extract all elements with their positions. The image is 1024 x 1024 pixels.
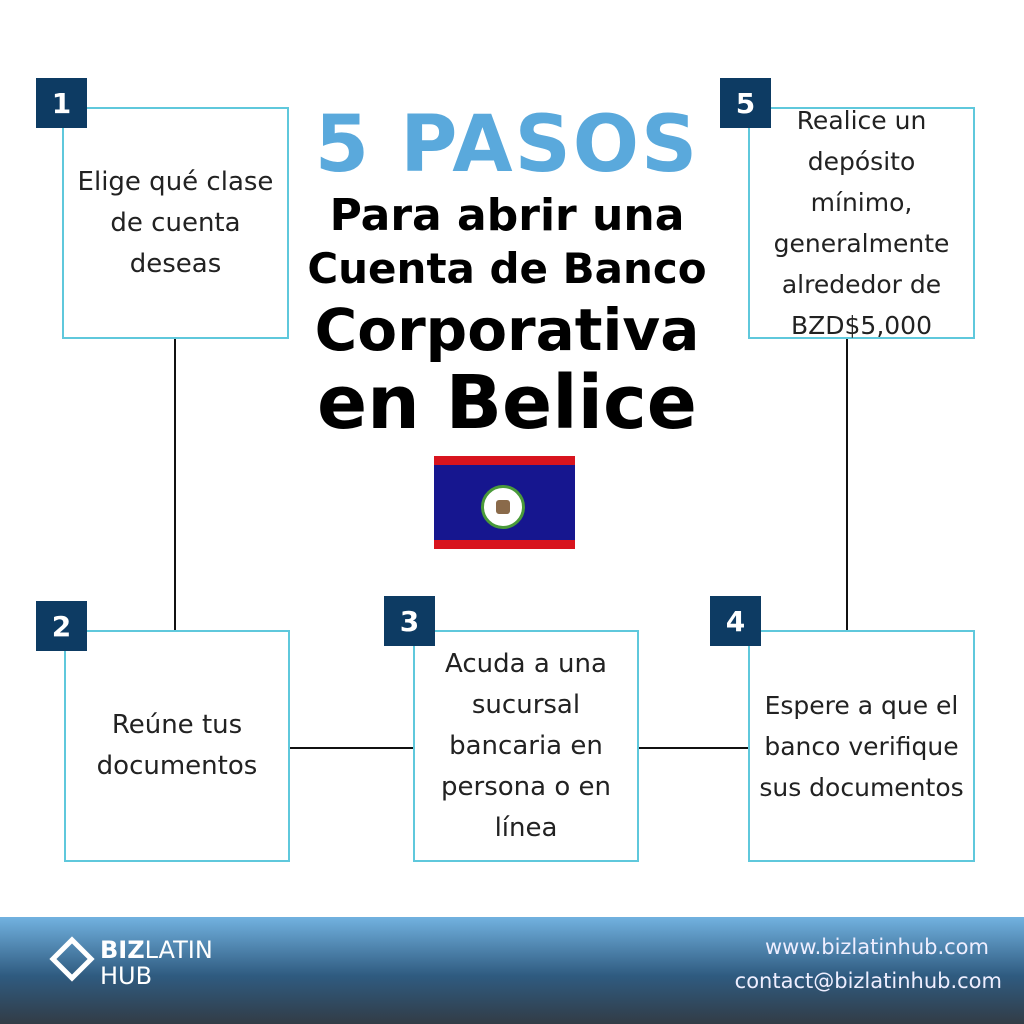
logo-text: BIZLATIN HUB: [100, 937, 213, 989]
connector-4-5: [846, 339, 848, 630]
step-1-box: Elige qué clase de cuenta deseas: [62, 107, 289, 339]
step-1-text: Elige qué clase de cuenta deseas: [77, 166, 274, 279]
step-3-box: Acuda a una sucursal bancaria en persona…: [413, 630, 639, 862]
title-5-pasos: 5 PASOS: [314, 100, 700, 190]
connector-2-3: [290, 747, 413, 749]
step-4-box: Espere a que el banco verifique sus docu…: [748, 630, 975, 862]
step-4-badge: 4: [710, 596, 761, 646]
bizlatinhub-logo-icon: [49, 936, 95, 982]
email-link[interactable]: contact@bizlatinhub.com: [734, 969, 1002, 993]
step-3-text: Acuda a una sucursal bancaria en persona…: [441, 648, 611, 843]
footer: BIZLATIN HUB www.bizlatinhub.com contact…: [0, 917, 1024, 1024]
logo-hub: HUB: [100, 962, 153, 990]
coat-of-arms-icon: [481, 485, 525, 529]
belize-flag: [434, 456, 575, 549]
title-line3: Cuenta de Banco: [307, 244, 707, 293]
title-line2: Para abrir una: [329, 190, 685, 241]
step-2-box: Reúne tus documentos: [64, 630, 290, 862]
connector-3-4: [639, 747, 748, 749]
title-line4: Corporativa: [314, 296, 700, 364]
step-2-badge: 2: [36, 601, 87, 651]
title-line5: en Belice: [316, 360, 697, 446]
step-4-text: Espere a que el banco verifique sus docu…: [759, 690, 964, 802]
logo-biz: BIZ: [100, 936, 145, 964]
step-2-text: Reúne tus documentos: [96, 710, 258, 781]
step-1-badge: 1: [36, 78, 87, 128]
connector-1-2: [174, 339, 176, 630]
step-5-text: Realice un depósito mínimo, generalmente…: [773, 106, 950, 340]
logo-latin: LATIN: [144, 936, 213, 964]
step-5-box: Realice un depósito mínimo, generalmente…: [748, 106, 975, 340]
step-5-badge: 5: [720, 78, 771, 128]
step-3-badge: 3: [384, 596, 435, 646]
website-link[interactable]: www.bizlatinhub.com: [764, 935, 989, 959]
